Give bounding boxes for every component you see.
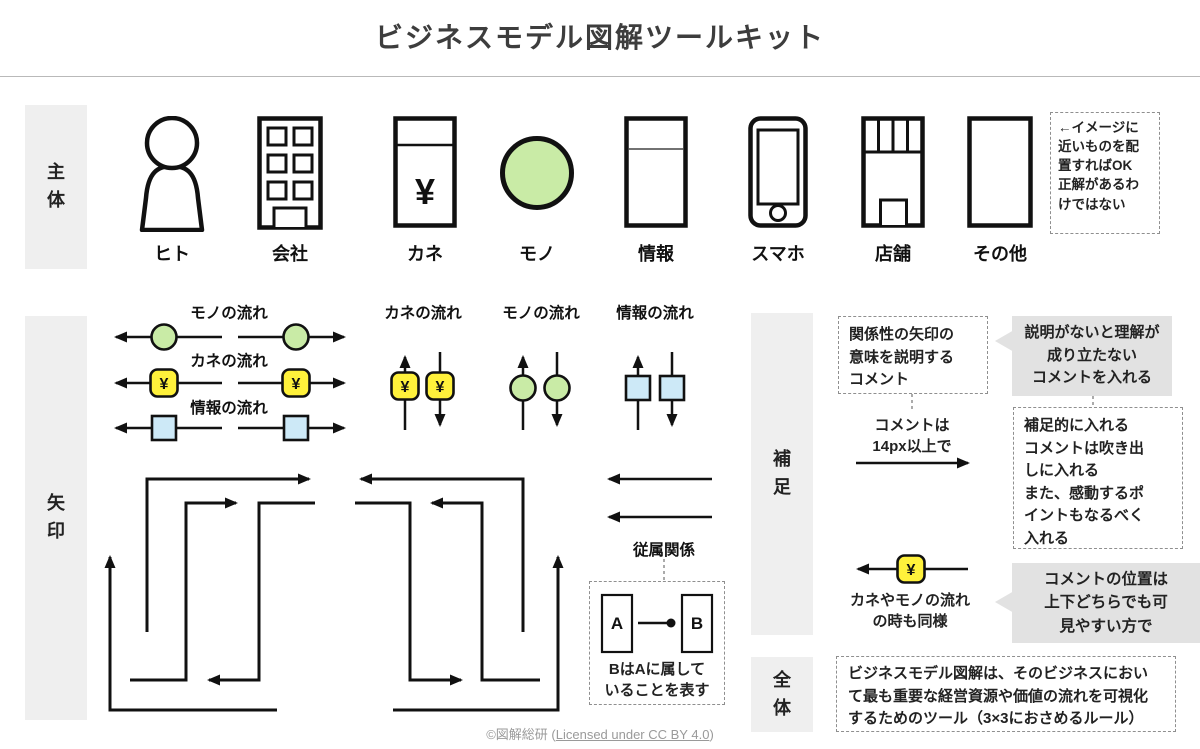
section-band-supplement: 補足 [751, 313, 813, 635]
svg-text:¥: ¥ [436, 379, 445, 396]
money-icon: ¥ [393, 116, 457, 233]
yen-symbol: ¥ [415, 171, 435, 212]
flow-label-money-v: カネの流れ [384, 305, 462, 322]
info-flow-arrows [114, 414, 346, 442]
smartphone-icon [748, 116, 808, 233]
supplement-comment-2: 補足的に入れる コメントは吹き出 しに入れる また、感動するポ イントもなるべく… [1013, 407, 1183, 549]
info-flow-vertical [624, 352, 686, 430]
overall-description: ビジネスモデル図解は、そのビジネスにおい て最も重要な経営資源や価値の流れを可視… [836, 656, 1176, 732]
other-icon [967, 116, 1033, 233]
section-label-supplement: 補足 [773, 449, 791, 497]
supplement-money-note: カネやモノの流れ の時も同様 [849, 592, 971, 631]
supplement-bubble-2: コメントの位置は 上下どちらでも可 見やすい方で [1012, 563, 1200, 643]
svg-text:¥: ¥ [907, 562, 916, 579]
footer-copyright: ©図解総研 ( [486, 727, 556, 742]
license-link[interactable]: Licensed under CC BY 4.0 [555, 727, 710, 742]
section-label-subject: 主体 [47, 162, 65, 210]
section-label-overall: 全体 [773, 669, 791, 718]
subject-label-company: 会社 [272, 244, 308, 264]
subject-label-person: ヒト [154, 244, 190, 264]
dependency-label: 従属関係 [632, 542, 696, 559]
flow-label-info-h: 情報の流れ [190, 400, 268, 417]
subject-label-info: 情報 [638, 244, 674, 264]
subject-label-money: カネ [407, 244, 443, 264]
footer-credit: ©図解総研 (Licensed under CC BY 4.0) [0, 724, 1200, 743]
supplement-arrow-note: コメントは 14px以上で [872, 417, 952, 456]
svg-text:¥: ¥ [401, 379, 410, 396]
subject-label-smartphone: スマホ [751, 244, 805, 264]
flow-label-info-v: 情報の流れ [616, 305, 694, 322]
goods-flow-arrows [114, 323, 346, 351]
info-icon [624, 116, 688, 233]
flow-label-goods-h: モノの流れ [190, 305, 268, 322]
goods-flow-vertical [509, 352, 571, 430]
subject-label-other: その他 [973, 244, 1027, 264]
building-icon [257, 116, 323, 235]
money-flow-arrows: ¥ ¥ [114, 368, 346, 398]
bent-arrows-left [104, 473, 315, 712]
subject-note: ←イメージに近いものを配置すればOK 正解があるわけではない [1050, 112, 1160, 234]
flow-label-goods-v: モノの流れ [502, 305, 580, 322]
money-flow-vertical: ¥ ¥ [390, 352, 455, 430]
supplement-comment-1: 関係性の矢印の 意味を説明する コメント [838, 316, 988, 394]
flow-label-money-h: カネの流れ [190, 353, 268, 370]
header-divider [0, 76, 1200, 77]
dependency-caption: BはAに属して いることを表す [604, 661, 710, 700]
person-icon [130, 115, 214, 237]
subject-label-store: 店舗 [875, 244, 911, 264]
section-label-arrow: 矢印 [47, 493, 65, 541]
bent-arrows-right [355, 473, 564, 712]
store-icon [861, 116, 925, 233]
section-band-arrow: 矢印 [25, 316, 87, 720]
page-title: ビジネスモデル図解ツールキット [374, 22, 825, 53]
supplement-bubble-1: 説明がないと理解が 成り立たない コメントを入れる [1012, 316, 1172, 396]
footer-suffix: ) [709, 727, 714, 742]
subject-label-goods: モノ [519, 244, 555, 264]
svg-text:¥: ¥ [160, 376, 169, 393]
section-band-overall: 全体 [751, 657, 813, 732]
goods-icon [498, 134, 576, 217]
svg-text:¥: ¥ [292, 376, 301, 393]
dependency-arrows [607, 473, 712, 580]
section-band-subject: 主体 [25, 105, 87, 269]
